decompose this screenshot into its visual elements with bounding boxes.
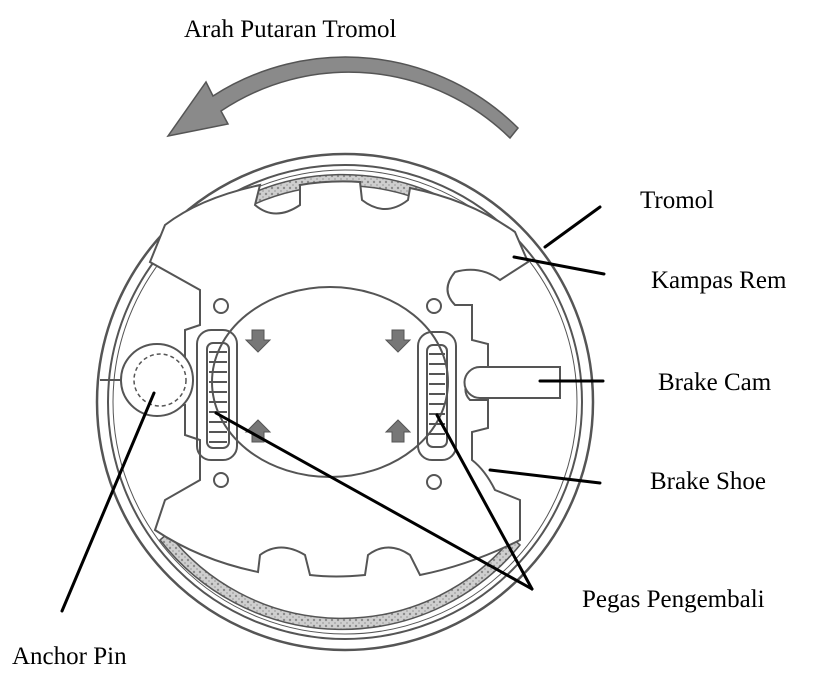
leader-line-anchor-pin	[62, 393, 154, 611]
label-anchor-pin: Anchor Pin	[12, 643, 127, 670]
label-brake-shoe: Brake Shoe	[650, 468, 766, 495]
back-plate	[212, 287, 448, 477]
leader-line-tromol	[545, 207, 600, 247]
label-kampas-rem: Kampas Rem	[651, 267, 787, 294]
anchor-pin	[100, 344, 193, 416]
leader-line-kampas-rem	[514, 257, 604, 274]
diagram-title: Arah Putaran Tromol	[184, 16, 397, 43]
label-pegas-pengembali: Pegas Pengembali	[582, 586, 765, 613]
label-tromol: Tromol	[640, 187, 714, 214]
label-brake-cam: Brake Cam	[658, 369, 772, 396]
drum-rotation-arrow	[168, 57, 518, 138]
